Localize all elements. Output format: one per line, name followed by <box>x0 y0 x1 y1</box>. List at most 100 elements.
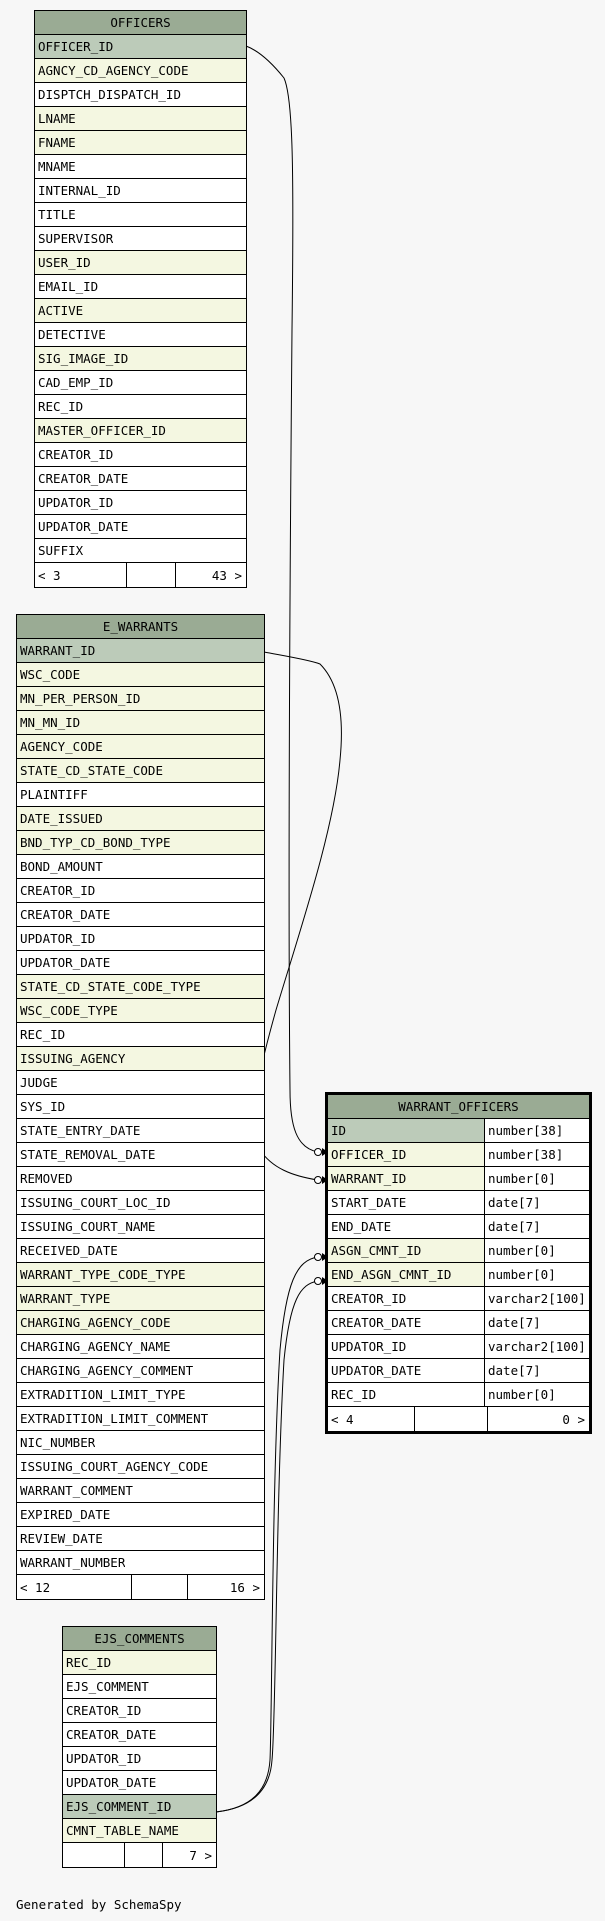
parent-count[interactable]: < 12 <box>17 1575 132 1599</box>
column-warrant-type-code-type[interactable]: WARRANT_TYPE_CODE_TYPE <box>17 1263 264 1287</box>
column-mn-mn-id[interactable]: MN_MN_ID <box>17 711 264 735</box>
column-date-issued[interactable]: DATE_ISSUED <box>17 807 264 831</box>
column-warrant-number[interactable]: WARRANT_NUMBER <box>17 1551 264 1575</box>
column-creator-date[interactable]: CREATOR_DATE <box>63 1723 216 1747</box>
column-creator-date[interactable]: CREATOR_DATE <box>35 467 246 491</box>
column-review-date[interactable]: REVIEW_DATE <box>17 1527 264 1551</box>
table-title[interactable]: E_WARRANTS <box>17 615 264 639</box>
column-rec-id[interactable]: REC_ID <box>63 1651 216 1675</box>
column-supervisor[interactable]: SUPERVISOR <box>35 227 246 251</box>
column-judge[interactable]: JUDGE <box>17 1071 264 1095</box>
column-bond-amount[interactable]: BOND_AMOUNT <box>17 855 264 879</box>
column-wsc-code-type[interactable]: WSC_CODE_TYPE <box>17 999 264 1023</box>
column-updator-id[interactable]: UPDATOR_ID <box>63 1747 216 1771</box>
column-state-cd-state-code[interactable]: STATE_CD_STATE_CODE <box>17 759 264 783</box>
column-detective[interactable]: DETECTIVE <box>35 323 246 347</box>
column-warrant-id[interactable]: WARRANT_ID <box>17 639 264 663</box>
column-creator-id[interactable]: CREATOR_ID <box>35 443 246 467</box>
column-disptch-dispatch-id[interactable]: DISPTCH_DISPATCH_ID <box>35 83 246 107</box>
column-officer-id[interactable]: OFFICER_ID <box>35 35 246 59</box>
column-agncy-cd-agency-code[interactable]: AGNCY_CD_AGENCY_CODE <box>35 59 246 83</box>
column-title[interactable]: TITLE <box>35 203 246 227</box>
column-issuing-court-agency-code[interactable]: ISSUING_COURT_AGENCY_CODE <box>17 1455 264 1479</box>
column-rec-id[interactable]: REC_ID <box>17 1023 264 1047</box>
column-cmnt-table-name[interactable]: CMNT_TABLE_NAME <box>63 1819 216 1843</box>
column-updator-id[interactable]: UPDATOR_ID <box>17 927 264 951</box>
column-lname[interactable]: LNAME <box>35 107 246 131</box>
column-rec-id[interactable]: REC_ID <box>35 395 246 419</box>
column-internal-id[interactable]: INTERNAL_ID <box>35 179 246 203</box>
column-email-id[interactable]: EMAIL_ID <box>35 275 246 299</box>
column-sig-image-id[interactable]: SIG_IMAGE_ID <box>35 347 246 371</box>
column-suffix[interactable]: SUFFIX <box>35 539 246 563</box>
parent-count[interactable] <box>63 1843 125 1867</box>
column-name: CHARGING_AGENCY_COMMENT <box>20 1363 194 1378</box>
column-nic-number[interactable]: NIC_NUMBER <box>17 1431 264 1455</box>
column-name: UPDATOR_ID <box>38 495 114 510</box>
column-ejs-comment[interactable]: EJS_COMMENT <box>63 1675 216 1699</box>
child-count[interactable]: 0 > <box>562 1411 585 1427</box>
column-fname[interactable]: FNAME <box>35 131 246 155</box>
column-extradition-limit-comment[interactable]: EXTRADITION_LIMIT_COMMENT <box>17 1407 264 1431</box>
column-creator-id[interactable]: CREATOR_ID <box>17 879 264 903</box>
column-wsc-code[interactable]: WSC_CODE <box>17 663 264 687</box>
parent-count[interactable]: < 3 <box>35 563 127 587</box>
column-charging-agency-comment[interactable]: CHARGING_AGENCY_COMMENT <box>17 1359 264 1383</box>
column-creator-date[interactable]: CREATOR_DATE <box>17 903 264 927</box>
child-count[interactable]: 43 > <box>211 567 242 583</box>
column-updator-date[interactable]: UPDATOR_DATE <box>17 951 264 975</box>
column-mn-per-person-id[interactable]: MN_PER_PERSON_ID <box>17 687 264 711</box>
child-count[interactable]: 16 > <box>229 1579 260 1595</box>
column-state-removal-date[interactable]: STATE_REMOVAL_DATE <box>17 1143 264 1167</box>
column-sys-id[interactable]: SYS_ID <box>17 1095 264 1119</box>
column-master-officer-id[interactable]: MASTER_OFFICER_ID <box>35 419 246 443</box>
table-title[interactable]: OFFICERS <box>35 11 246 35</box>
column-mname[interactable]: MNAME <box>35 155 246 179</box>
parent-count[interactable]: < 4 <box>328 1407 415 1431</box>
column-charging-agency-code[interactable]: CHARGING_AGENCY_CODE <box>17 1311 264 1335</box>
column-updator-date[interactable]: UPDATOR_DATE <box>35 515 246 539</box>
column-expired-date[interactable]: EXPIRED_DATE <box>17 1503 264 1527</box>
column-updator-id[interactable]: UPDATOR_ID <box>35 491 246 515</box>
column-warrant-comment[interactable]: WARRANT_COMMENT <box>17 1479 264 1503</box>
column-name: EXTRADITION_LIMIT_COMMENT <box>20 1411 209 1426</box>
column-updator-date[interactable]: UPDATOR_DATE <box>63 1771 216 1795</box>
column-user-id[interactable]: USER_ID <box>35 251 246 275</box>
column-plaintiff[interactable]: PLAINTIFF <box>17 783 264 807</box>
column-removed[interactable]: REMOVED <box>17 1167 264 1191</box>
column-state-entry-date[interactable]: STATE_ENTRY_DATE <box>17 1119 264 1143</box>
column-agency-code[interactable]: AGENCY_CODE <box>17 735 264 759</box>
column-charging-agency-name[interactable]: CHARGING_AGENCY_NAME <box>17 1335 264 1359</box>
column-bnd-typ-cd-bond-type[interactable]: BND_TYP_CD_BOND_TYPE <box>17 831 264 855</box>
column-extradition-limit-type[interactable]: EXTRADITION_LIMIT_TYPE <box>17 1383 264 1407</box>
child-count[interactable]: 7 > <box>189 1847 212 1863</box>
column-creator-id[interactable]: CREATOR_ID <box>63 1699 216 1723</box>
column-issuing-agency[interactable]: ISSUING_AGENCY <box>17 1047 264 1071</box>
column-ejs-comment-id[interactable]: EJS_COMMENT_ID <box>63 1795 216 1819</box>
column-issuing-court-loc-id[interactable]: ISSUING_COURT_LOC_ID <box>17 1191 264 1215</box>
table-title[interactable]: WARRANT_OFFICERS <box>328 1095 589 1119</box>
column-active[interactable]: ACTIVE <box>35 299 246 323</box>
column-warrant-type[interactable]: WARRANT_TYPE <box>17 1287 264 1311</box>
column-received-date[interactable]: RECEIVED_DATE <box>17 1239 264 1263</box>
column-cad-emp-id[interactable]: CAD_EMP_ID <box>35 371 246 395</box>
table-title[interactable]: EJS_COMMENTS <box>63 1627 216 1651</box>
column-issuing-court-name[interactable]: ISSUING_COURT_NAME <box>17 1215 264 1239</box>
column-state-cd-state-code-type[interactable]: STATE_CD_STATE_CODE_TYPE <box>17 975 264 999</box>
